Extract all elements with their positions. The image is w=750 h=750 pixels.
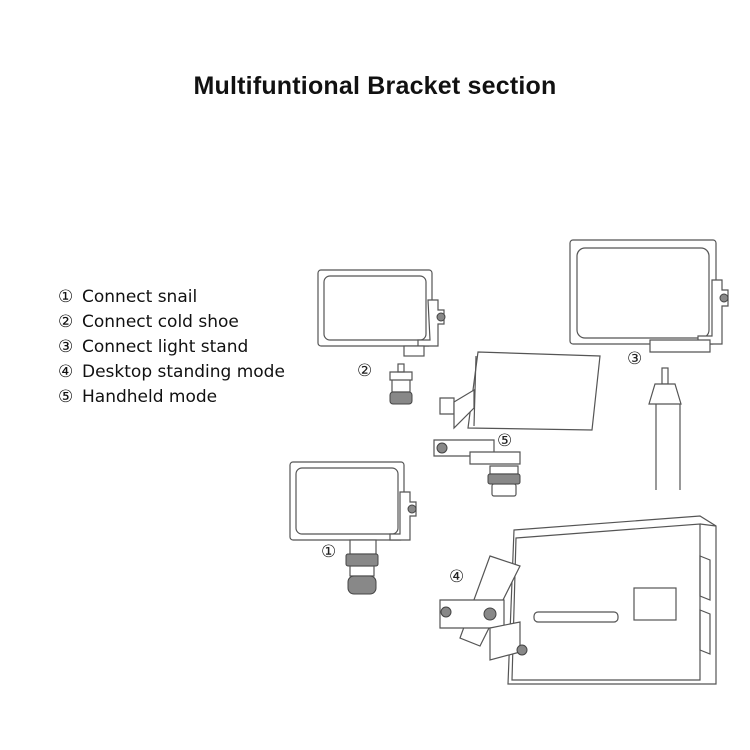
legend-item: ④ Desktop standing mode [58, 360, 285, 385]
legend-number: ③ [58, 337, 74, 357]
light-panel-handheld [433, 351, 601, 497]
legend-number: ① [58, 287, 74, 307]
legend-label: Handheld mode [82, 387, 218, 407]
legend-label: Connect cold shoe [82, 312, 239, 332]
callout-1: ① [321, 542, 337, 562]
legend-label: Connect snail [82, 287, 198, 307]
legend-label: Connect light stand [82, 337, 249, 357]
legend-item: ② Connect cold shoe [58, 310, 285, 335]
light-panel-light-stand [569, 239, 729, 490]
light-panel-snail [289, 461, 417, 595]
legend-item: ③ Connect light stand [58, 335, 285, 360]
legend-item: ⑤ Handheld mode [58, 385, 285, 410]
light-panel-desktop-stand [439, 515, 717, 685]
callout-2: ② [357, 361, 373, 381]
light-panel-cold-shoe [317, 269, 446, 405]
callout-3: ③ [627, 349, 643, 369]
legend-number: ⑤ [58, 387, 74, 407]
legend-label: Desktop standing mode [82, 362, 285, 382]
page-title: Multifuntional Bracket section [193, 72, 557, 100]
legend-number: ④ [58, 362, 74, 382]
legend-item: ① Connect snail [58, 285, 285, 310]
legend-number: ② [58, 312, 74, 332]
callout-5: ⑤ [497, 431, 513, 451]
callout-4: ④ [449, 567, 465, 587]
mode-legend: ① Connect snail ② Connect cold shoe ③ Conne… [58, 285, 285, 410]
